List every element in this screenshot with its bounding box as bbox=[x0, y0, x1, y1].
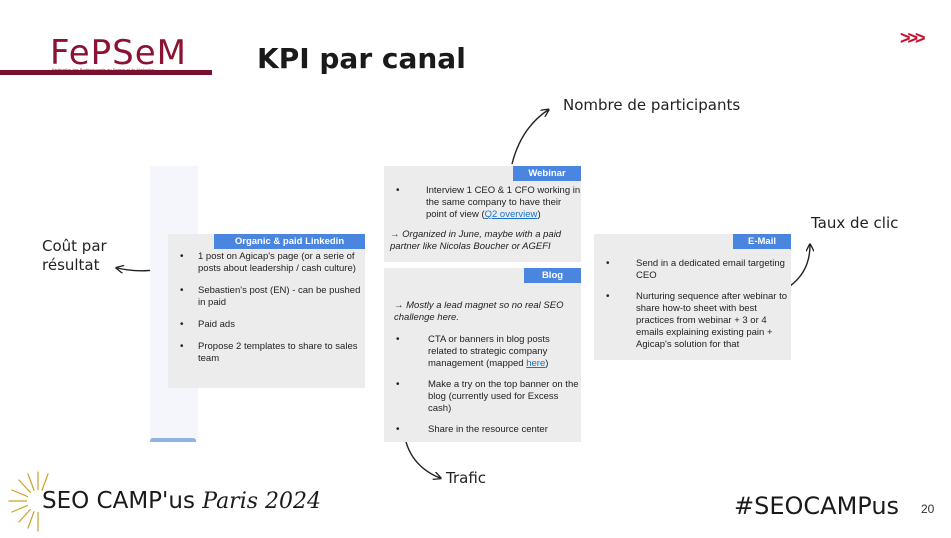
card-blog-list: CTA or banners in blog posts related to … bbox=[384, 334, 581, 436]
arrow-click-rate bbox=[789, 245, 810, 287]
card-blog-label: Blog bbox=[524, 268, 581, 283]
blog-note: → Mostly a lead magnet so no real SEO ch… bbox=[394, 300, 564, 323]
card-linkedin: Organic & paid Linkedin 1 post on Agicap… bbox=[168, 234, 365, 388]
logo-subtitle: Fédération des Professionnels du Search … bbox=[52, 67, 155, 72]
annotation-cost-line1: Coût par bbox=[42, 237, 107, 255]
blog-item1-end: ) bbox=[545, 358, 549, 369]
annotation-participants: Nombre de participants bbox=[563, 96, 741, 114]
card-email-list: Send in a dedicated email targeting CEO … bbox=[594, 258, 791, 351]
fepsem-logo: FePSeM Fédération des Professionnels du … bbox=[0, 34, 215, 78]
card-webinar: Webinar Interview 1 CEO & 1 CFO working … bbox=[384, 166, 581, 262]
list-item: Send in a dedicated email targeting CEO bbox=[594, 258, 791, 282]
webinar-item-end: ) bbox=[537, 209, 541, 220]
list-item: Paid ads bbox=[168, 319, 365, 331]
card-linkedin-list: 1 post on Agicap's page (or a serie of p… bbox=[168, 251, 365, 365]
annotation-traffic: Trafic bbox=[446, 469, 487, 487]
slide-title: KPI par canal bbox=[257, 42, 466, 75]
sunburst-icon bbox=[8, 471, 49, 532]
q2-overview-link[interactable]: Q2 overview bbox=[484, 209, 538, 220]
footer-event-name: SEO CAMP'us bbox=[42, 488, 195, 514]
annotation-click-rate: Taux de clic bbox=[811, 214, 899, 232]
annotation-cost: Coût par résultat bbox=[42, 237, 107, 275]
list-item: Interview 1 CEO & 1 CFO working in the s… bbox=[384, 185, 581, 221]
list-item: 1 post on Agicap's page (or a serie of p… bbox=[168, 251, 365, 275]
card-webinar-label: Webinar bbox=[513, 166, 581, 181]
footer-event-city: Paris 2024 bbox=[202, 489, 322, 514]
list-item: Share in the resource center bbox=[384, 424, 581, 436]
card-email-label: E-Mail bbox=[733, 234, 791, 249]
footer-event: SEO CAMP'us Paris 2024 bbox=[42, 488, 321, 514]
card-linkedin-label: Organic & paid Linkedin bbox=[214, 234, 365, 249]
footer-hashtag: #SEOCAMPus bbox=[734, 492, 900, 520]
background-tab bbox=[150, 438, 196, 442]
arrow-participants bbox=[511, 110, 548, 165]
blog-item1-text: CTA or banners in blog posts related to … bbox=[428, 334, 550, 369]
list-item: Propose 2 templates to share to sales te… bbox=[168, 341, 365, 365]
list-item: Make a try on the top banner on the blog… bbox=[384, 379, 581, 415]
list-item: Sebastien's post (EN) - can be pushed in… bbox=[168, 285, 365, 309]
logo-text: FePSeM bbox=[50, 33, 187, 73]
card-email: E-Mail Send in a dedicated email targeti… bbox=[594, 234, 791, 360]
list-item: Nurturing sequence after webinar to shar… bbox=[594, 291, 791, 351]
here-link[interactable]: here bbox=[526, 358, 546, 369]
list-item: CTA or banners in blog posts related to … bbox=[384, 334, 581, 370]
webinar-item-text: Interview 1 CEO & 1 CFO working in the s… bbox=[426, 185, 581, 220]
card-blog: Blog → Mostly a lead magnet so no real S… bbox=[384, 268, 581, 442]
annotation-cost-line2: résultat bbox=[42, 256, 100, 274]
chevrons-icon: >>> bbox=[900, 28, 925, 48]
page-number: 20 bbox=[921, 502, 935, 516]
card-webinar-list: Interview 1 CEO & 1 CFO working in the s… bbox=[384, 185, 581, 221]
logo-bar bbox=[0, 70, 212, 75]
webinar-note: → Organized in June, maybe with a paid p… bbox=[390, 229, 562, 252]
